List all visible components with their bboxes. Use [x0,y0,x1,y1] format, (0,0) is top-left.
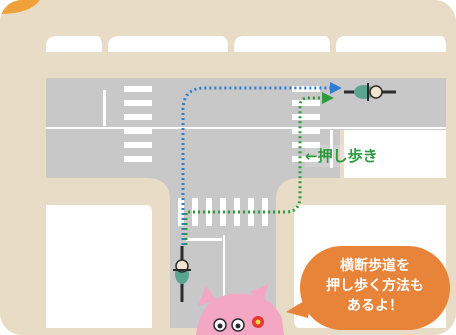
block-top-2 [108,36,228,52]
block-top-4 [336,36,446,52]
cyclist-icon [173,246,191,302]
pig-mascot-icon [196,284,284,335]
cyclist-icon [344,83,396,101]
bubble-line-1: 横断歩道を [340,258,410,274]
corner-tab [0,0,40,14]
block-top-1 [46,36,102,52]
bubble-line-2: 押し歩く方法も [326,278,424,294]
bubble-line-3: あるよ！ [347,298,403,314]
blue-route [181,86,338,245]
speech-bubble-text: 横断歩道を 押し歩く方法も あるよ！ [300,256,450,316]
blue-route-arrow [330,82,342,94]
stop-line-bottom [186,238,222,241]
stop-line-right [330,130,333,168]
block-bottom-left [46,205,152,328]
crosswalk-left [124,86,152,162]
speech-bubble [300,246,450,330]
push-walk-label: ←押し歩き [305,145,378,167]
block-top-3 [234,36,330,52]
green-route-arrow [322,92,334,104]
stop-line-left [103,90,106,126]
green-route [184,96,330,245]
